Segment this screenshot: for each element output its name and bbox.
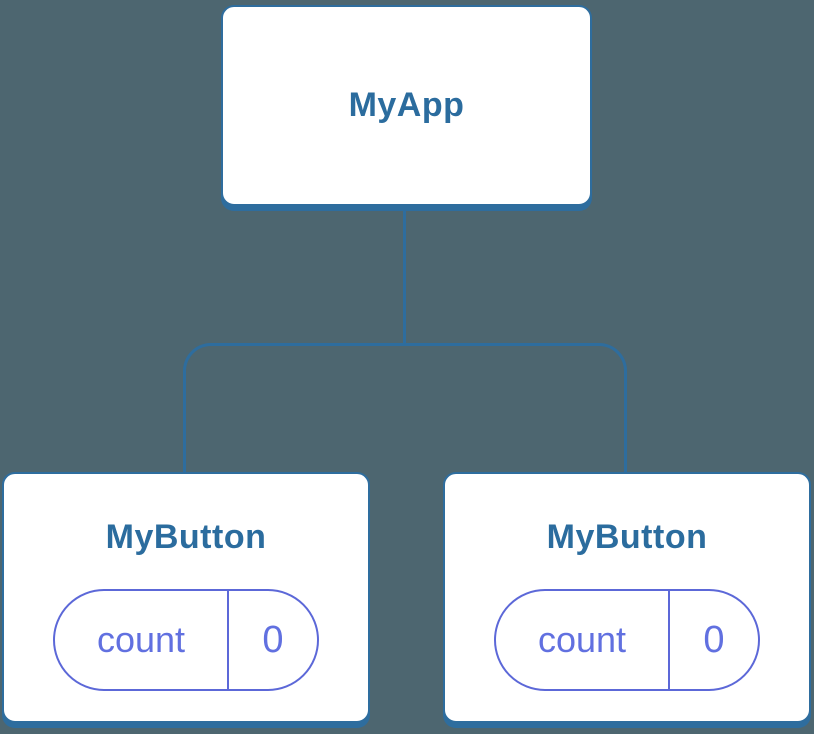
component-node-myapp: MyApp xyxy=(221,5,592,206)
state-key-right: count xyxy=(537,619,627,660)
connector-stem xyxy=(403,206,406,346)
connector-bracket xyxy=(183,343,627,472)
node-label-mybutton-left: MyButton xyxy=(105,518,267,556)
state-pill-right: count 0 xyxy=(494,589,760,691)
state-value-right: 0 xyxy=(703,618,725,661)
state-pill-left: count 0 xyxy=(53,589,319,691)
state-pill-divider-right xyxy=(668,591,670,689)
state-key-left: count xyxy=(96,619,186,660)
component-node-mybutton-right: MyButton count 0 xyxy=(443,472,811,723)
node-label-mybutton-right: MyButton xyxy=(546,518,708,556)
node-label-myapp: MyApp xyxy=(348,86,465,124)
component-node-mybutton-left: MyButton count 0 xyxy=(2,472,370,723)
state-value-left: 0 xyxy=(262,618,284,661)
state-pill-divider-left xyxy=(227,591,229,689)
